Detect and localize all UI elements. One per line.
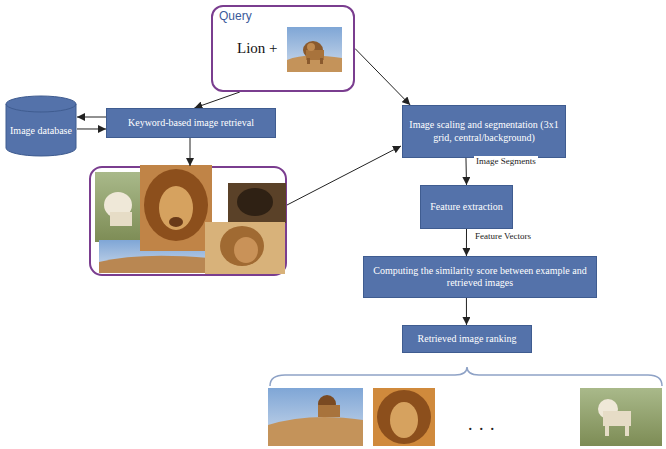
node-text: Feature extraction [430,201,502,214]
process-box: Computing the similarity score between e… [363,256,597,298]
node-text: Image database [10,125,72,137]
bracket [270,367,662,386]
region-heading: Query [219,9,252,23]
connector-arrow [194,92,239,108]
connector-arrow [355,49,410,106]
connector-arrow [466,298,467,325]
node-text: Image scaling and segmentation (3x1 grid… [409,119,559,144]
retrieved-group [90,167,286,275]
database-cylinder: Image database [5,95,77,157]
query-photo [287,27,342,72]
connector-arrow [77,128,106,129]
connector-arrow [466,229,467,256]
connector-arrow [77,117,106,118]
process-box: Image scaling and segmentation (3x1 grid… [402,105,566,158]
process-box: Retrieved image ranking [402,325,532,353]
query-region: QueryLion + [211,5,355,92]
process-box: Feature extraction [420,185,513,229]
ranked-photos [268,388,662,446]
connector-arrow [465,158,467,185]
ellipsis-label: . . . [468,414,496,435]
flow-arrow [190,138,191,166]
process-box: Keyword-based image retrieval [106,108,276,138]
node-text: Computing the similarity score between e… [370,265,590,290]
edge-label: Image Segments [474,156,538,166]
node-text: Keyword-based image retrieval [128,117,254,130]
flow-arrow [287,146,401,205]
node-text: Lion + [237,40,278,57]
retrieved-photos [95,165,286,274]
edge-label: Feature Vectors [473,231,533,241]
node-text: Retrieved image ranking [418,333,517,346]
